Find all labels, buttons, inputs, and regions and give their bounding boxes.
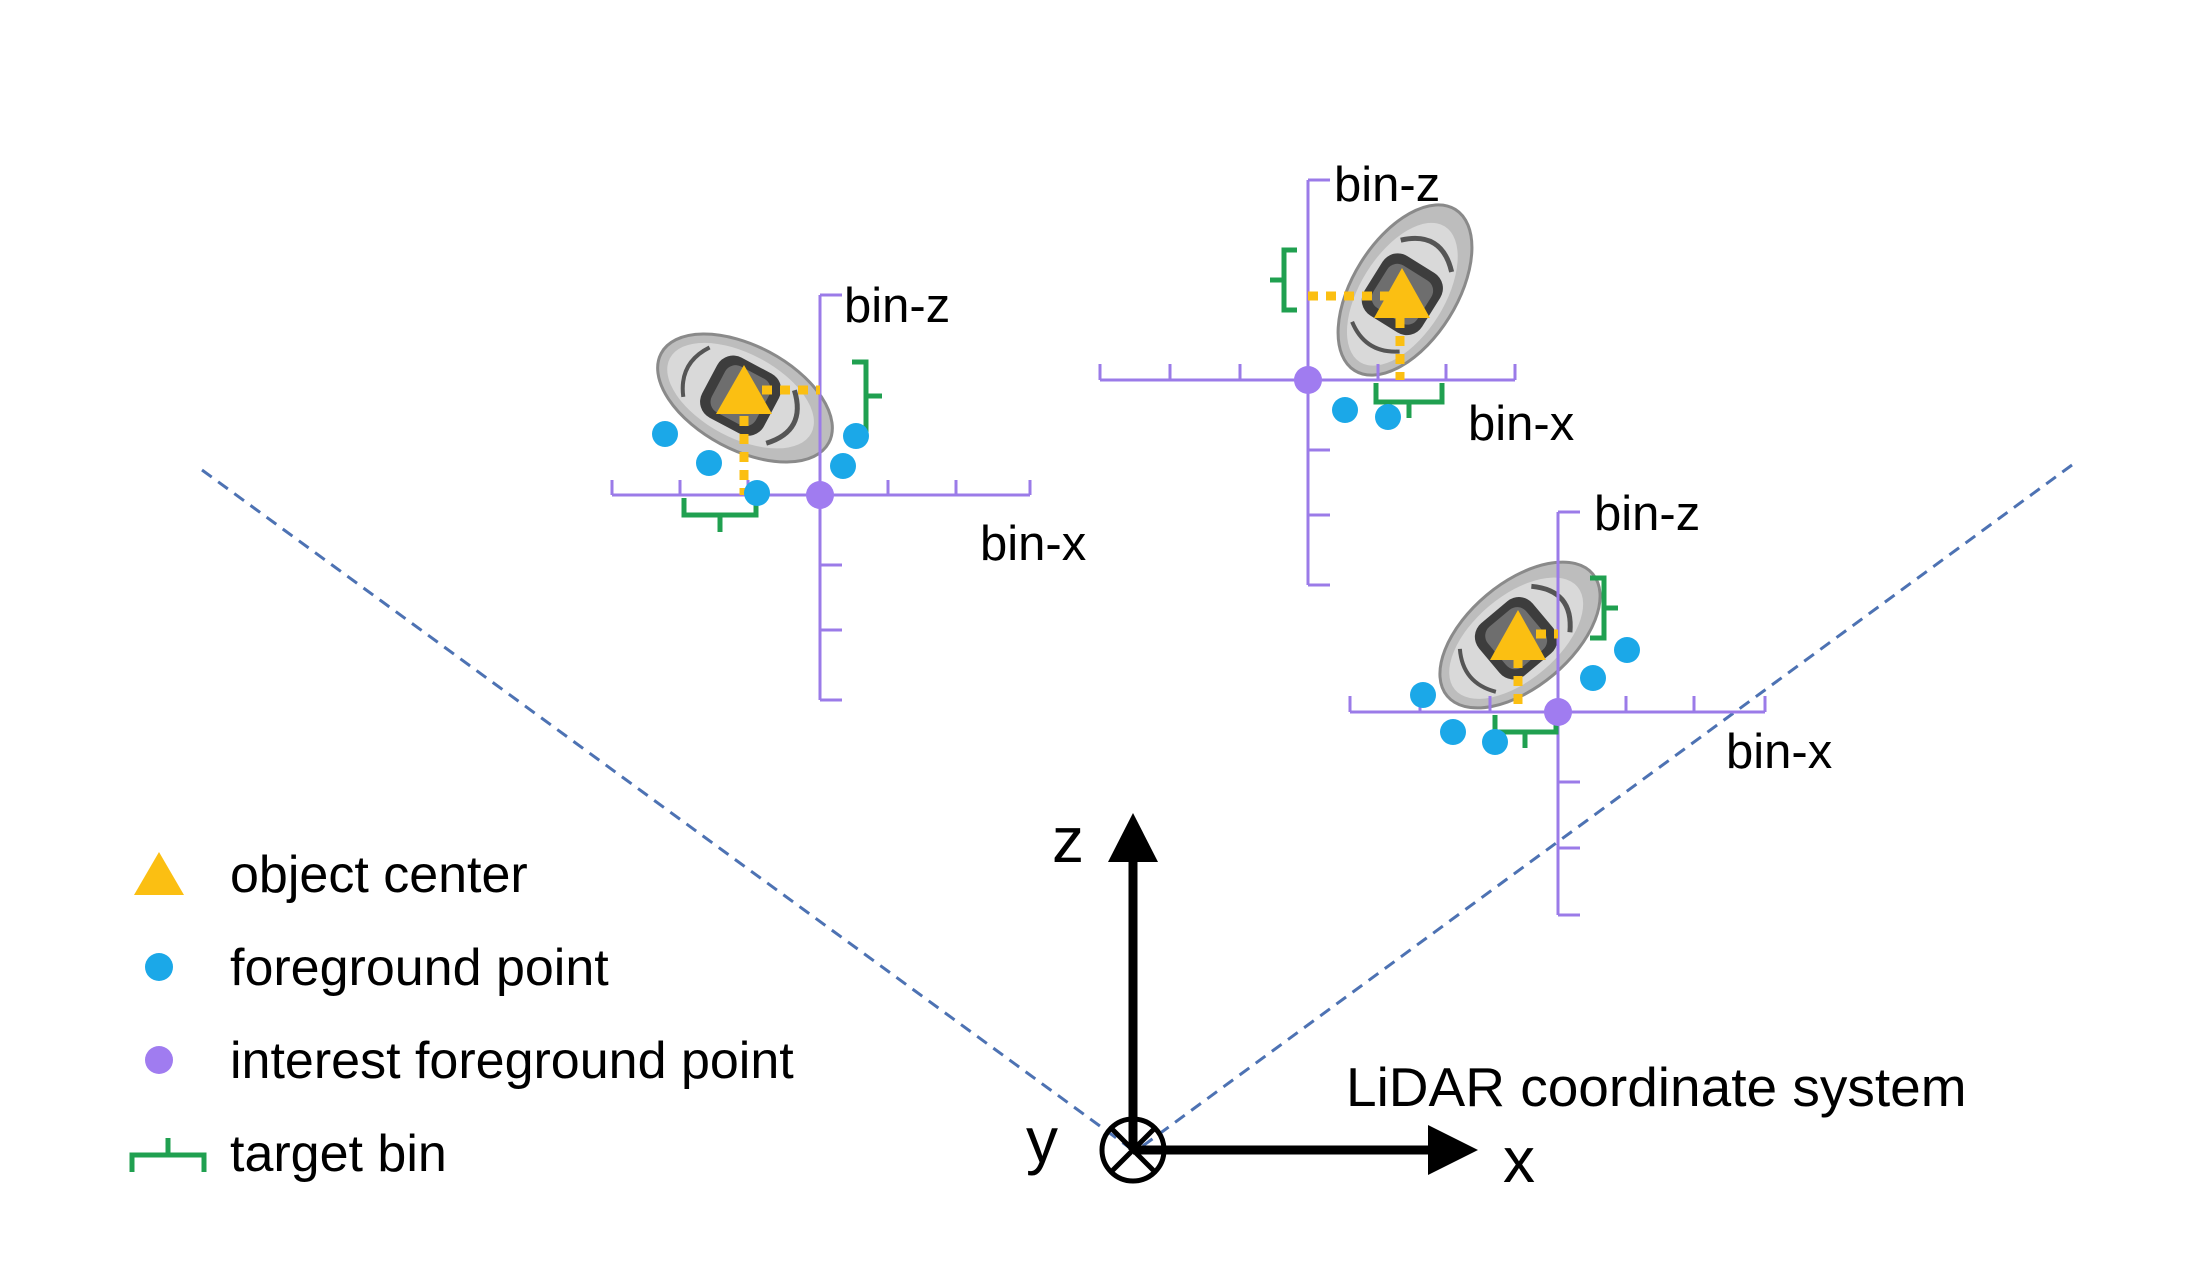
bracket-icon bbox=[129, 1138, 207, 1172]
interest-foreground-point bbox=[806, 481, 834, 509]
x-axis-label: x bbox=[1503, 1124, 1535, 1196]
fov-left-line bbox=[201, 468, 1131, 1150]
bin-x-label: bin-x bbox=[1726, 725, 1832, 779]
bin-z-label: bin-z bbox=[1334, 158, 1440, 212]
bin-x-label: bin-x bbox=[980, 517, 1086, 571]
offset-lines bbox=[1308, 291, 1405, 380]
legend: object center foreground point interest … bbox=[129, 846, 794, 1183]
legend-item-interest-foreground-point: interest foreground point bbox=[145, 1032, 794, 1090]
z-axis-label: z bbox=[1052, 804, 1084, 876]
object-3: bin-z bin-x bbox=[1348, 487, 1832, 917]
legend-label: foreground point bbox=[230, 939, 609, 997]
legend-label: interest foreground point bbox=[230, 1032, 794, 1090]
legend-item-foreground-point: foreground point bbox=[145, 939, 609, 997]
foreground-points bbox=[652, 421, 869, 506]
offset-lines bbox=[739, 385, 820, 495]
object-center-marker bbox=[716, 365, 772, 414]
legend-item-object-center: object center bbox=[134, 846, 528, 904]
purple-dot-icon bbox=[145, 1046, 173, 1074]
object-center-marker bbox=[1374, 268, 1430, 318]
z-arrow-head bbox=[1108, 813, 1158, 862]
foreground-points bbox=[1410, 637, 1640, 755]
foreground-points bbox=[1332, 397, 1401, 430]
fov-right-line bbox=[1139, 463, 2073, 1150]
legend-label: object center bbox=[230, 846, 528, 904]
bin-x-label: bin-x bbox=[1468, 397, 1574, 451]
y-axis-label: y bbox=[1026, 1104, 1058, 1176]
object-2: bin-z bin-x bbox=[1098, 158, 1574, 587]
interest-foreground-point bbox=[1294, 366, 1322, 394]
x-arrow-head bbox=[1428, 1125, 1478, 1175]
bin-z-label: bin-z bbox=[1594, 487, 1700, 541]
legend-label: target bin bbox=[230, 1125, 447, 1183]
target-bin-bracket bbox=[1270, 247, 1445, 418]
legend-item-target-bin: target bin bbox=[129, 1125, 447, 1183]
fov-lines bbox=[201, 463, 2073, 1150]
object-center-marker bbox=[1490, 610, 1546, 660]
coordinate-system-title: LiDAR coordinate system bbox=[1346, 1056, 1967, 1118]
triangle-icon bbox=[134, 852, 184, 895]
object-1: bin-z bin-x bbox=[610, 279, 1086, 702]
y-axis-into-page-icon bbox=[1099, 1116, 1167, 1184]
lidar-coordinate-axes: z x y LiDAR coordinate system bbox=[1026, 804, 1967, 1196]
blue-dot-icon bbox=[145, 953, 173, 981]
interest-foreground-point bbox=[1544, 698, 1572, 726]
bin-z-label: bin-z bbox=[844, 279, 950, 333]
